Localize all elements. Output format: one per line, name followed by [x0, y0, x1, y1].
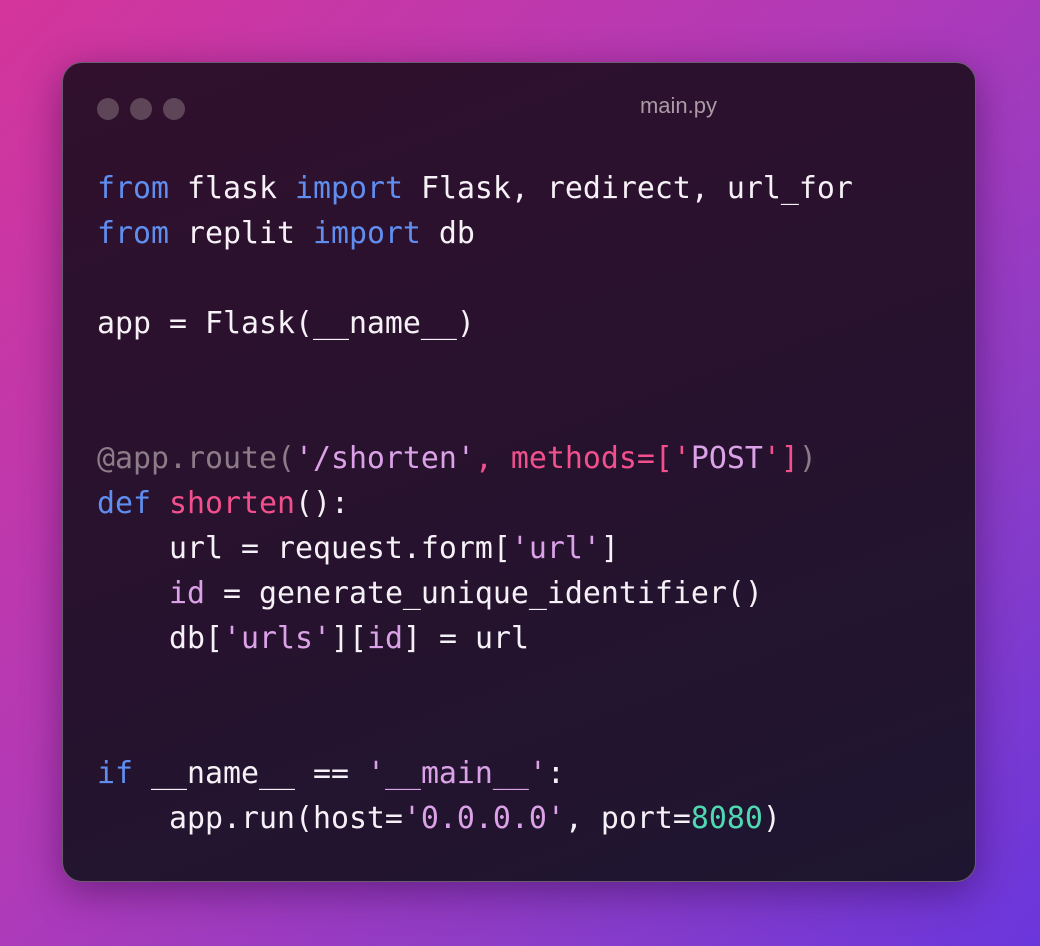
- code-token-var: id: [366, 621, 403, 656]
- code-token-txt: db: [420, 216, 475, 251]
- code-token-kw: if: [97, 756, 133, 791]
- code-line: [97, 661, 853, 706]
- code-token-kw: from: [97, 171, 169, 206]
- code-token-str: 'url': [510, 531, 601, 566]
- code-block: from flask import Flask, redirect, url_f…: [97, 166, 853, 841]
- code-line: [97, 346, 853, 391]
- code-token-str: POST: [690, 441, 763, 476]
- code-token-str: '/shorten': [294, 441, 475, 476]
- code-token-str: '__main__': [366, 756, 547, 791]
- code-line: from flask import Flask, redirect, url_f…: [97, 166, 853, 211]
- code-token-txt: replit: [168, 216, 313, 251]
- code-token-txt: ] = url: [402, 621, 529, 656]
- code-token-var: id: [168, 576, 205, 611]
- code-token-str: 'urls': [222, 621, 331, 656]
- code-token-txt: Flask, redirect, url_for: [402, 171, 853, 206]
- code-token-txt: __name__ ==: [133, 756, 367, 791]
- code-token-kw: import: [294, 171, 403, 206]
- code-token-txt: ][: [330, 621, 367, 656]
- code-line: db['urls'][id] = url: [97, 616, 853, 661]
- code-line: @app.route('/shorten', methods=['POST']): [97, 436, 853, 481]
- code-token-txt: [97, 576, 169, 611]
- code-token-kw: def: [97, 486, 151, 521]
- code-token-dec: ): [798, 441, 817, 476]
- code-line: app = Flask(__name__): [97, 301, 853, 346]
- code-line: def shorten():: [97, 481, 853, 526]
- code-token-txt: ): [762, 801, 781, 836]
- code-line: app.run(host='0.0.0.0', port=8080): [97, 796, 853, 841]
- code-token-txt: , port=: [564, 801, 691, 836]
- code-token-txt: ]: [600, 531, 619, 566]
- code-token-txt: [151, 486, 169, 521]
- code-window: main.py from flask import Flask, redirec…: [62, 62, 976, 882]
- code-line: id = generate_unique_identifier(): [97, 571, 853, 616]
- close-dot-icon[interactable]: [97, 98, 119, 120]
- code-line: [97, 706, 853, 751]
- code-token-kw: from: [97, 216, 169, 251]
- code-token-txt: ():: [294, 486, 349, 521]
- maximize-dot-icon[interactable]: [163, 98, 185, 120]
- code-token-txt: url = request.form[: [97, 531, 511, 566]
- code-token-pink: , methods=[': [474, 441, 691, 476]
- code-token-txt: app = Flask(__name__): [97, 306, 475, 341]
- minimize-dot-icon[interactable]: [130, 98, 152, 120]
- code-token-txt: :: [546, 756, 565, 791]
- code-line: [97, 256, 853, 301]
- code-token-txt: db[: [97, 621, 223, 656]
- code-line: if __name__ == '__main__':: [97, 751, 853, 796]
- code-token-kw: import: [312, 216, 421, 251]
- code-token-pink: ']: [762, 441, 799, 476]
- code-line: url = request.form['url']: [97, 526, 853, 571]
- code-token-pink: shorten: [169, 486, 295, 521]
- code-token-num: 8080: [690, 801, 763, 836]
- window-title: main.py: [639, 93, 717, 118]
- code-token-txt: flask: [168, 171, 295, 206]
- code-token-str: '0.0.0.0': [402, 801, 565, 836]
- code-token-dec: @app.route(: [97, 441, 295, 476]
- code-token-txt: = generate_unique_identifier(): [204, 576, 763, 611]
- code-line: [97, 391, 853, 436]
- code-token-txt: app.run(host=: [97, 801, 403, 836]
- code-line: from replit import db: [97, 211, 853, 256]
